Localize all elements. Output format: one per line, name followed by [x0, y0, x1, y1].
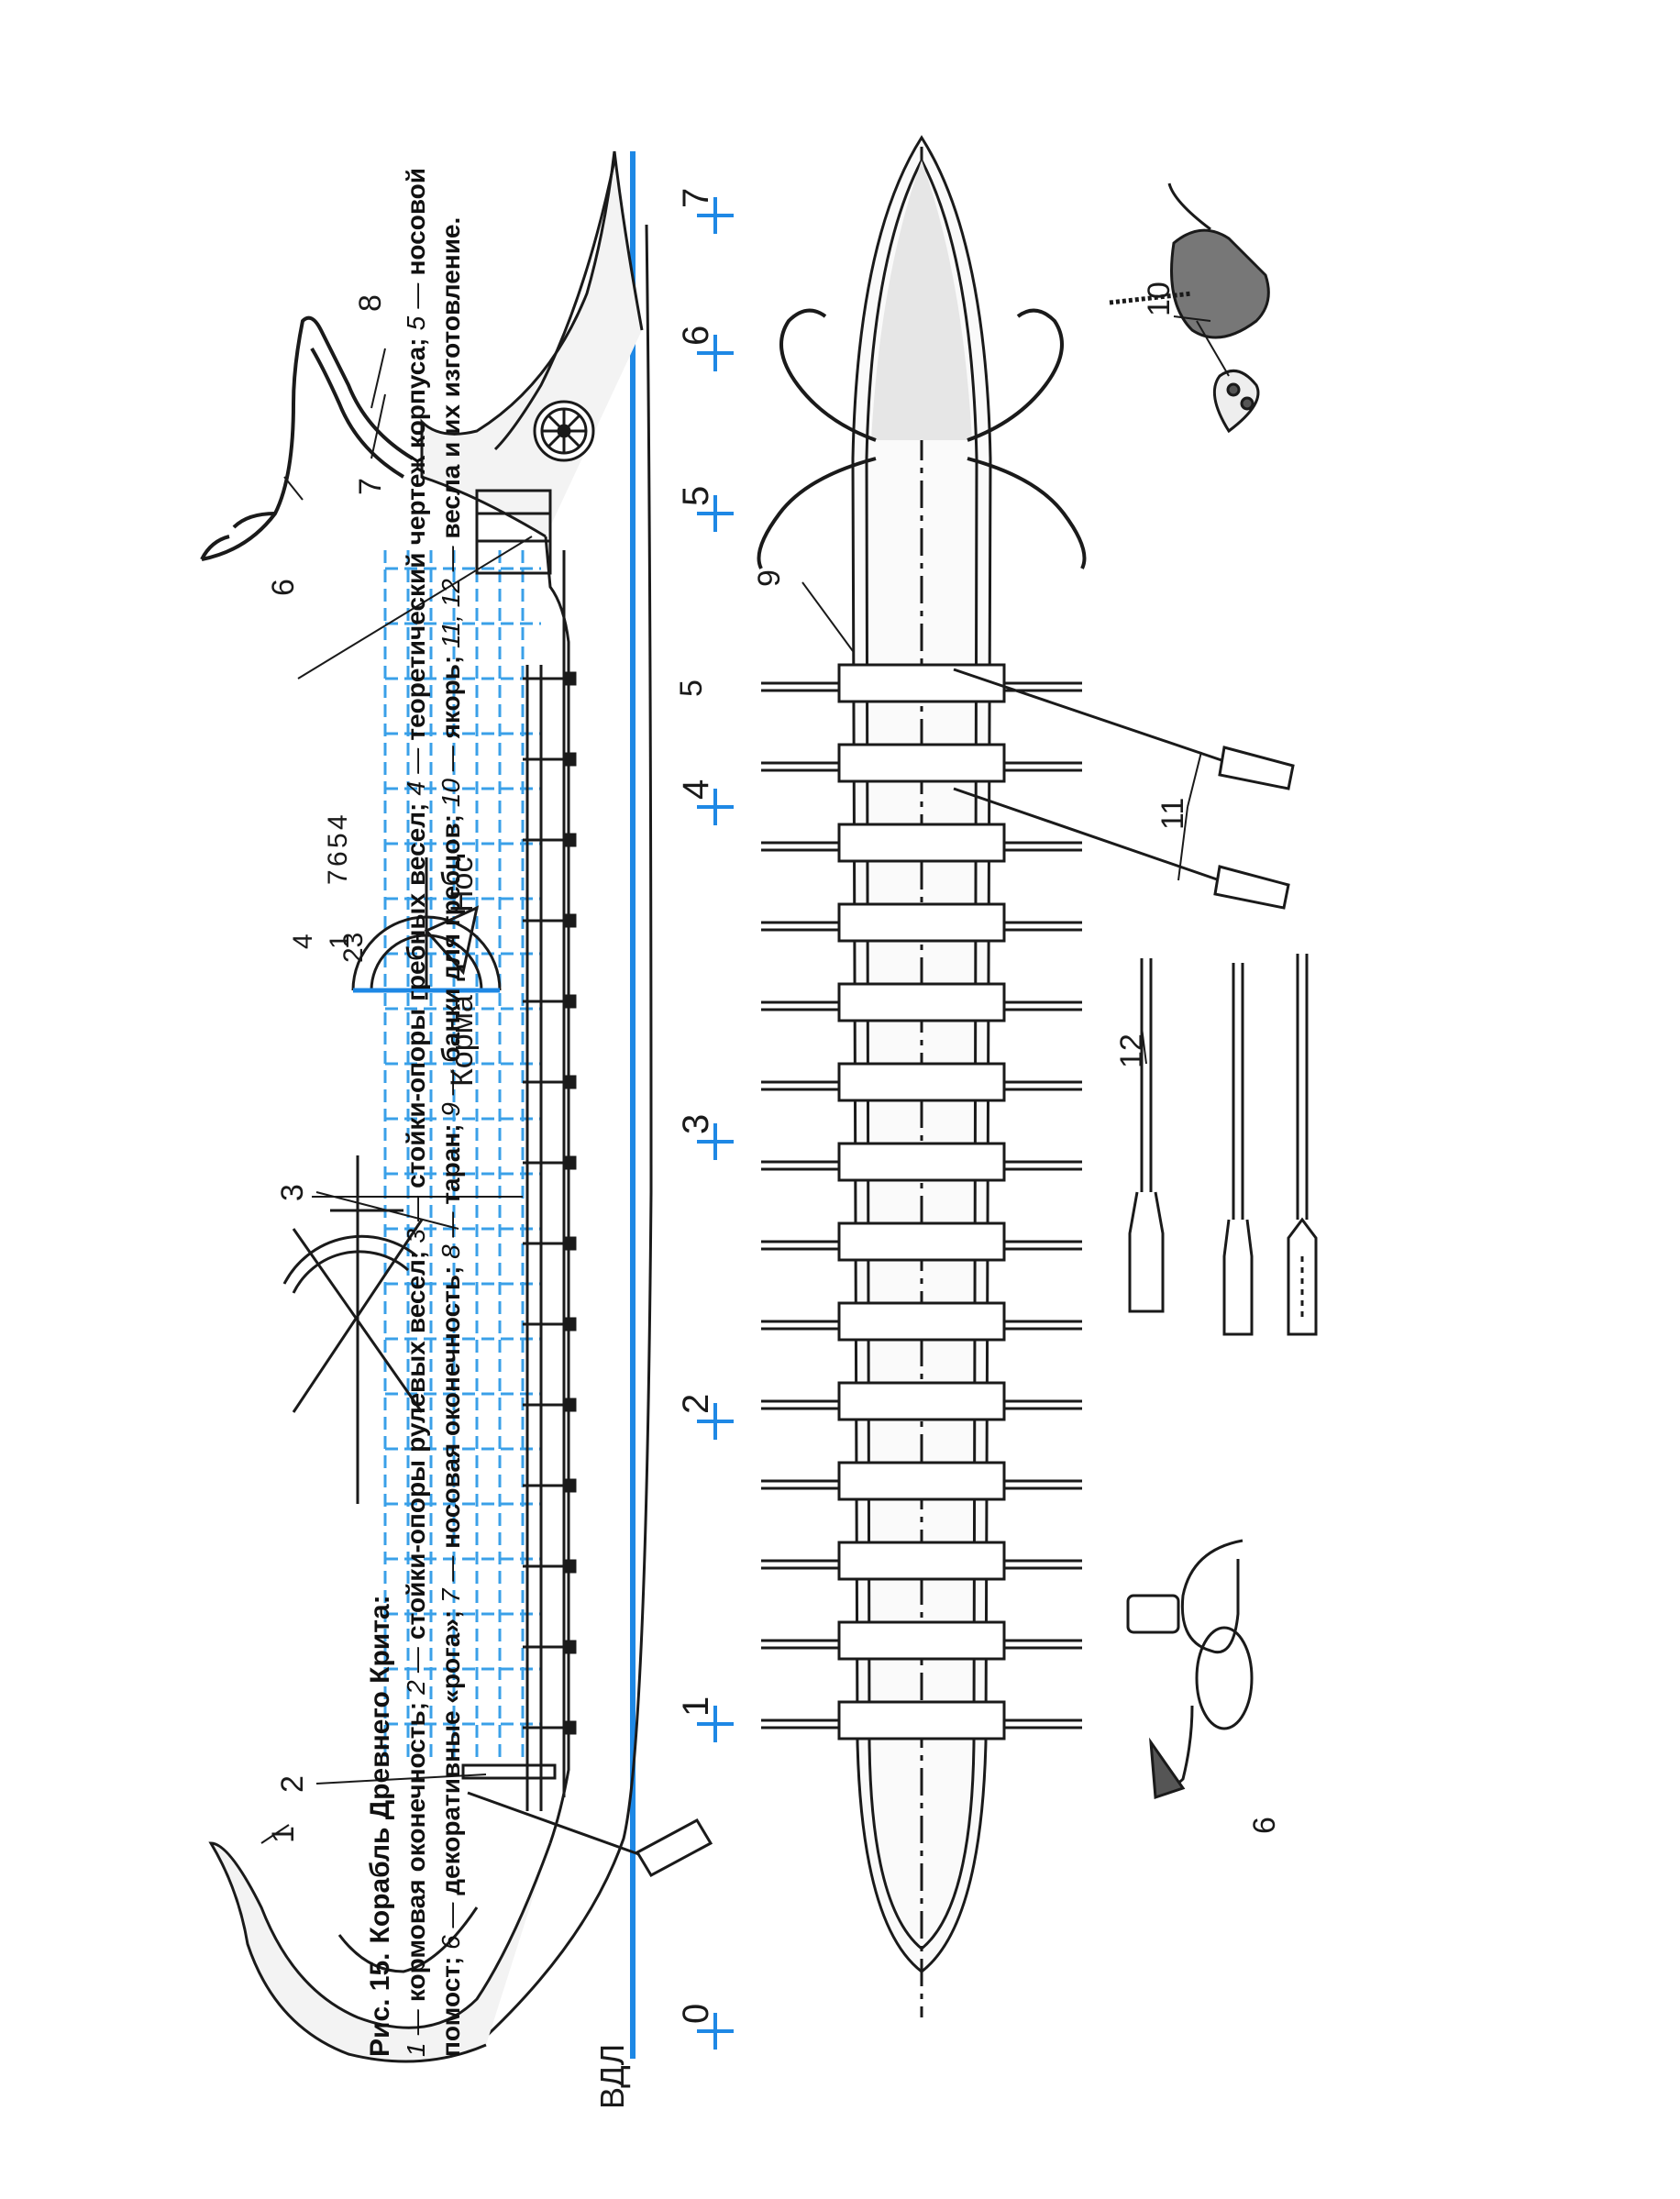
section-mark-5: 5 [323, 833, 353, 848]
steering-oar [461, 1763, 713, 1877]
callout-9: 9 [752, 569, 787, 587]
station-5: 5 [676, 486, 734, 532]
legend-text: носовая оконечность; [437, 1258, 465, 1549]
legend-text: весла и их изготовление. [437, 216, 465, 539]
station-markers: 0 1 2 3 4 5 6 7 [676, 188, 734, 2050]
horn-detail-label: 6 [1247, 1817, 1282, 1834]
station-label-3: 3 [676, 1114, 716, 1134]
legend-number: 9 — [437, 1062, 465, 1117]
callout-8: 8 [353, 294, 388, 312]
station-label-6: 6 [676, 326, 716, 346]
section-mark-6: 6 [323, 851, 353, 867]
caption-legend: 1 — кормовая оконечность; 2 — стойки-опо… [399, 168, 469, 2057]
oar-detail-12 [1128, 954, 1318, 1336]
side-view-hull [208, 150, 653, 2063]
station-label-5: 5 [676, 486, 716, 506]
waterline-label: ВДЛ [593, 2044, 631, 2109]
rowing-station-sketch [282, 1155, 424, 1504]
horn-detail-6 [1126, 1539, 1254, 1800]
callout-7: 7 [353, 478, 388, 495]
construction-grid [383, 550, 541, 1761]
legend-text: банки для гребцов; [437, 807, 465, 1063]
legend-number: 10 — [437, 738, 465, 808]
station-label-1: 1 [676, 1696, 716, 1717]
legend-number: 3 — [402, 1188, 430, 1243]
legend-text: стойки-опоры рулевых весел; [402, 1243, 430, 1640]
legend-text: кормовая оконечность; [402, 1694, 430, 2003]
cross-section-labels: 1 23 7 6 5 4 4 Корма Нос [288, 814, 480, 1087]
callout-leaders [260, 315, 1211, 1844]
station-label-4: 4 [676, 779, 716, 800]
callout-12: 12 [1114, 1033, 1149, 1068]
section-bow-label: Нос [445, 857, 480, 912]
anchor-10 [1109, 182, 1270, 434]
section-stern-label: Корма [445, 995, 480, 1087]
legend-number: 2 — [402, 1639, 430, 1695]
callout-3: 3 [275, 1184, 310, 1201]
plan-horn-decoration [757, 308, 1087, 569]
station-4: 4 [676, 779, 734, 825]
legend-number: 8 — [437, 1204, 465, 1259]
station-7: 7 [676, 188, 734, 234]
waterline-label-group: ВДЛ [593, 2044, 631, 2109]
station-2: 2 [676, 1394, 734, 1440]
side-horn-decoration [200, 315, 414, 561]
callout-5: 5 [674, 680, 709, 697]
section-mark-4b: 4 [288, 934, 318, 949]
legend-number: 11, 12 — [437, 538, 465, 648]
legend-number: 7 — [437, 1548, 465, 1603]
caption-title-line: Рис. 15. Корабль Древнего Крита: [362, 168, 399, 2057]
section-mark-7: 7 [323, 869, 353, 885]
callout-11: 11 [1155, 798, 1190, 830]
legend-text: якорь; [437, 647, 465, 739]
callout-labels: 1 2 3 5 6 7 8 9 10 11 12 6 [266, 282, 1282, 1843]
hull-cross-section [351, 857, 502, 1000]
rowing-thwarts [761, 663, 1082, 1740]
figure-caption: Рис. 15. Корабль Древнего Крита: 1 — корм… [362, 168, 469, 2057]
legend-text: теоретический чертеж корпуса; [402, 330, 430, 741]
figure-title: Корабль Древнего Крита: [365, 1595, 395, 1944]
callout-2: 2 [275, 1775, 310, 1793]
section-mark-23: 23 [338, 933, 369, 963]
station-label-2: 2 [676, 1394, 716, 1414]
plan-view-hull [851, 135, 992, 2017]
station-0: 0 [676, 2004, 734, 2050]
callout-1: 1 [266, 1826, 301, 1843]
caption-block: Рис. 15. Корабль Древнего Крита: 1 — корм… [362, 0, 527, 2199]
bow-platform [475, 489, 552, 575]
station-label-7: 7 [676, 188, 716, 208]
station-3: 3 [676, 1114, 734, 1160]
legend-number: 1 — [402, 2002, 430, 2057]
section-mark-1: 1 [325, 934, 355, 949]
plan-oars [953, 668, 1295, 910]
legend-text: таран; [437, 1116, 465, 1205]
legend-text: стойки-опоры гребных весел; [402, 795, 430, 1188]
section-mark-4a: 4 [323, 814, 353, 830]
legend-text: декоративные «рога»; [437, 1602, 465, 1895]
callout-10: 10 [1142, 282, 1177, 316]
callout-6: 6 [266, 579, 301, 596]
station-label-0: 0 [676, 2004, 716, 2024]
legend-number: 4 — [402, 740, 430, 796]
legend-number: 5 — [402, 275, 430, 331]
station-6: 6 [676, 326, 734, 371]
legend-number: 6 — [437, 1895, 465, 1950]
oar-supports-side [523, 671, 577, 1735]
figure-number: Рис. 15. [365, 1952, 395, 2057]
station-1: 1 [676, 1696, 734, 1742]
side-rails [525, 665, 543, 1811]
